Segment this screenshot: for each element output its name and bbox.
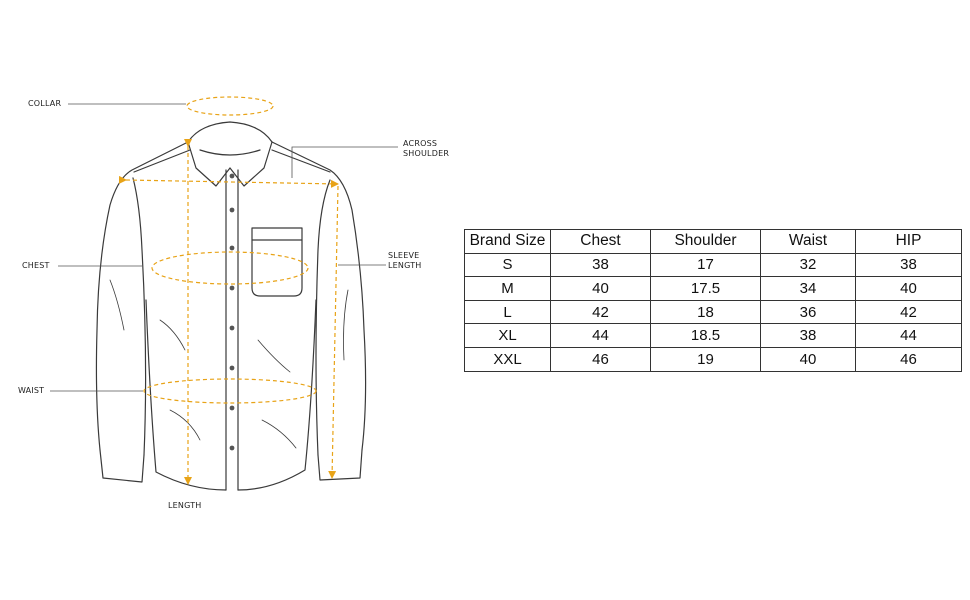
waist-cell: 34 <box>760 276 856 301</box>
hip-cell: 42 <box>855 299 962 325</box>
chest-cell: 42 <box>550 299 651 325</box>
shoulder-cell: 18.5 <box>650 323 761 348</box>
size-cell: L <box>464 299 551 325</box>
shoulder-cell: 18 <box>650 299 761 325</box>
shirt-button <box>229 325 235 331</box>
table-row: XL 44 18.5 38 44 <box>464 323 962 348</box>
shirt-button <box>229 207 235 213</box>
chest-cell: 44 <box>550 323 651 348</box>
waist-cell: 36 <box>760 299 856 325</box>
hip-cell: 46 <box>855 346 962 372</box>
hip-cell: 40 <box>855 276 962 301</box>
sleeve-guide <box>328 185 339 479</box>
shirt-button <box>229 445 235 451</box>
waist-guide <box>143 378 317 404</box>
chest-cell: 38 <box>550 252 651 278</box>
shirt-button <box>229 405 235 411</box>
across-shoulder-label-line1: ACROSS <box>403 139 438 148</box>
waist-cell: 38 <box>760 323 856 348</box>
shirt-button <box>229 173 235 179</box>
shoulder-cell: 17.5 <box>650 276 761 301</box>
table-row: L 42 18 36 42 <box>464 299 962 325</box>
hip-cell: 44 <box>855 323 962 348</box>
placket-buttons <box>229 173 235 451</box>
waist-cell: 32 <box>760 252 856 278</box>
header-hip: HIP <box>855 229 962 254</box>
header-brand-size: Brand Size <box>464 229 551 254</box>
chest-label: CHEST <box>22 261 50 270</box>
header-chest: Chest <box>550 229 651 254</box>
chest-cell: 40 <box>550 276 651 301</box>
table-row: S 38 17 32 38 <box>464 252 962 278</box>
sleeve-length-label-line2: LENGTH <box>388 261 422 270</box>
sleeve-length-label: SLEEVE LENGTH <box>388 251 422 271</box>
table-row: XXL 46 19 40 46 <box>464 346 962 372</box>
header-shoulder: Shoulder <box>650 229 761 254</box>
size-cell: XL <box>464 323 551 348</box>
shoulder-cell: 17 <box>650 252 761 278</box>
shirt-outline <box>95 121 367 491</box>
header-waist: Waist <box>760 229 856 254</box>
waist-cell: 40 <box>760 346 856 372</box>
label-leaders <box>50 103 398 392</box>
table-row: M 40 17.5 34 40 <box>464 276 962 301</box>
collar-label: COLLAR <box>28 99 62 108</box>
size-chart-table: Brand Size Chest Shoulder Waist HIP S 38… <box>464 229 962 372</box>
table-header-row: Brand Size Chest Shoulder Waist HIP <box>464 229 962 254</box>
across-shoulder-label: ACROSS SHOULDER <box>403 139 449 159</box>
across-shoulder-label-line2: SHOULDER <box>403 149 450 158</box>
shirt-button <box>229 365 235 371</box>
chest-guide <box>151 251 309 285</box>
chest-cell: 46 <box>550 346 651 372</box>
size-cell: M <box>464 276 551 301</box>
size-cell: XXL <box>464 346 551 372</box>
size-cell: S <box>464 252 551 278</box>
sleeve-length-label-line1: SLEEVE <box>388 251 420 260</box>
length-label: LENGTH <box>168 501 202 510</box>
waist-label: WAIST <box>18 386 45 395</box>
collar-guide <box>186 96 274 116</box>
hip-cell: 38 <box>855 252 962 278</box>
shirt-button <box>229 245 235 251</box>
shoulder-guide <box>118 175 339 188</box>
shoulder-cell: 19 <box>650 346 761 372</box>
shirt-button <box>229 285 235 291</box>
